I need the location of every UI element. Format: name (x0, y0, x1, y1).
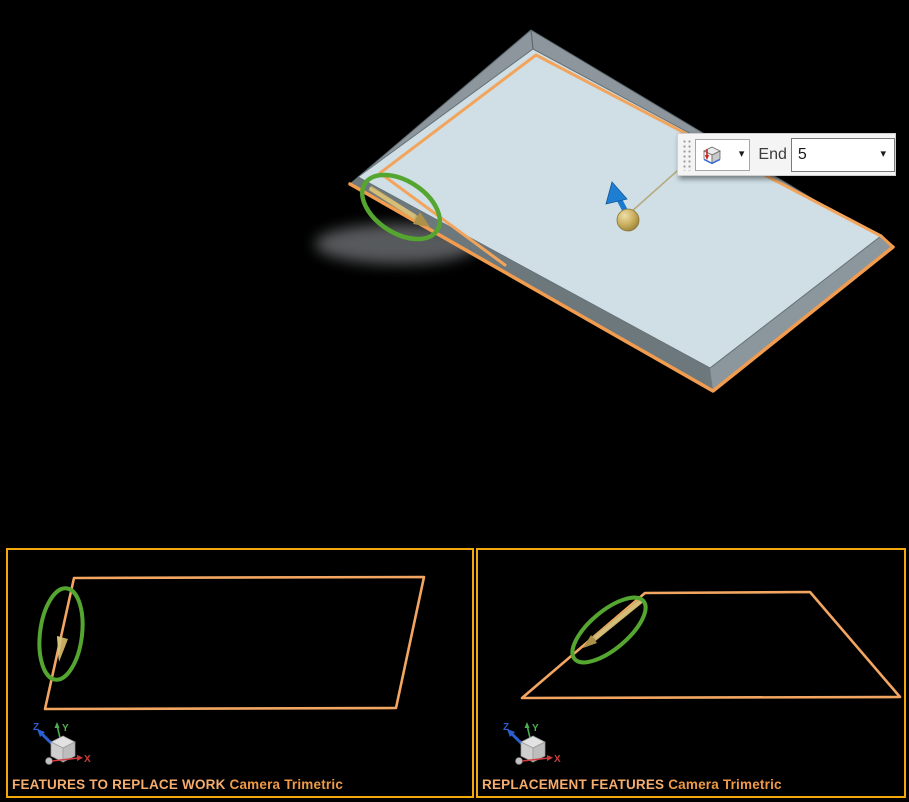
orientation-triad-right: Y Z X (503, 722, 561, 765)
extent-type-caret-icon[interactable]: ▾ (738, 148, 745, 160)
gold-taper-arrow-slant (583, 598, 644, 648)
triad-y-label: Y (532, 723, 539, 734)
triad-z-label: Z (33, 722, 39, 733)
right-sketch-view: Y Z X (503, 590, 902, 765)
extrude-mini-toolbar: ▾ End 5 ▾ (677, 133, 896, 176)
extent-type-cube-icon (703, 146, 722, 164)
triad-z-label: Z (503, 722, 509, 733)
distance-caret-icon[interactable]: ▾ (880, 148, 886, 160)
left-caption-camera: Camera Trimetric (229, 777, 344, 792)
distance-value[interactable]: 5 (797, 145, 807, 163)
left-panel-caption: FEATURES TO REPLACE WORK Camera Trimetri… (12, 777, 343, 792)
panel-features-to-replace: Y Z X FEATURES TO REPLACE WORK Camera Tr… (6, 548, 474, 798)
end-label: End (758, 145, 787, 163)
gold-sphere-handle[interactable] (616, 208, 640, 232)
left-sketch-view: Y Z X (33, 575, 426, 765)
bottom-rim-edge[interactable] (348, 182, 895, 393)
orientation-triad: Y Z X (33, 722, 91, 765)
right-caption-camera: Camera Trimetric (668, 777, 782, 792)
sketch-profile-trapezoid (520, 590, 902, 700)
right-corner-edge[interactable] (879, 234, 895, 249)
gold-taper-arrow-small (57, 636, 68, 662)
toolbar-grip-handle[interactable] (681, 138, 693, 171)
green-highlight-ellipse-right (570, 595, 648, 665)
panel-replacement-features: Y Z X REPLACEMENT FEATURES Camera Trimet… (476, 548, 906, 798)
triad-y-label: Y (62, 723, 69, 734)
distance-combobox[interactable]: 5 ▾ (790, 137, 895, 172)
right-caption-title: REPLACEMENT FEATURES (482, 777, 665, 792)
leader-line (630, 162, 687, 213)
left-caption-title: FEATURES TO REPLACE WORK (12, 777, 226, 792)
gold-taper-arrow[interactable] (368, 185, 430, 227)
green-highlight-ellipse (360, 172, 442, 242)
plate-back-corner-edge (530, 29, 534, 50)
right-panel-caption: REPLACEMENT FEATURES Camera Trimetric (482, 777, 782, 792)
sketch-profile-parallelogram (43, 575, 426, 711)
green-highlight-ellipse-left (37, 586, 85, 682)
triad-x-label: X (84, 754, 91, 765)
plate-face-front-right[interactable] (710, 236, 893, 391)
triad-x-label: X (554, 754, 561, 765)
extent-type-button[interactable]: ▾ (695, 138, 751, 171)
